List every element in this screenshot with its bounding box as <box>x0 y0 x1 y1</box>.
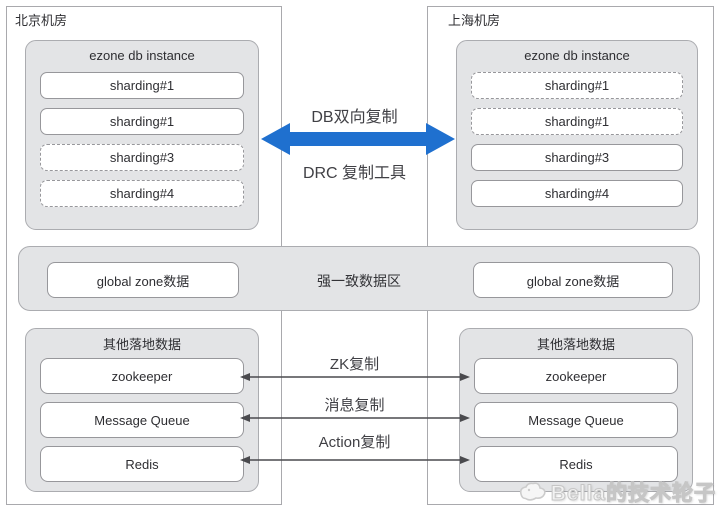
shanghai-landing-data-group: 其他落地数据 zookeeper Message Queue Redis <box>459 328 693 492</box>
db-replication-bottom-label: DRC 复制工具 <box>302 165 407 182</box>
shanghai-global-zone-box: global zone数据 <box>473 262 673 298</box>
beijing-shard-2: sharding#1 <box>40 108 244 135</box>
consistency-zone-band: global zone数据 强一致数据区 global zone数据 <box>18 246 700 311</box>
beijing-redis-box: Redis <box>40 446 244 482</box>
watermark-text: Bella的技术轮子 <box>550 482 716 506</box>
shanghai-redis-box: Redis <box>474 446 678 482</box>
shanghai-ezone-db-title: ezone db instance <box>524 48 630 63</box>
beijing-datacenter-label: 北京机房 <box>15 13 68 28</box>
shanghai-zookeeper-box: zookeeper <box>474 358 678 394</box>
zk-replication-label: ZK复制 <box>329 356 380 373</box>
message-replication-arrow <box>240 414 470 422</box>
shanghai-ezone-db-group: ezone db instance sharding#1 sharding#1 … <box>456 40 698 230</box>
beijing-ezone-db-group: ezone db instance sharding#1 sharding#1 … <box>25 40 259 230</box>
message-replication-label: 消息复制 <box>324 397 385 414</box>
shanghai-message-queue-box: Message Queue <box>474 402 678 438</box>
beijing-message-queue-box: Message Queue <box>40 402 244 438</box>
watermark-icon <box>519 482 546 501</box>
beijing-landing-data-group: 其他落地数据 zookeeper Message Queue Redis <box>25 328 259 492</box>
beijing-zookeeper-box: zookeeper <box>40 358 244 394</box>
consistency-zone-label: 强一致数据区 <box>317 273 401 289</box>
shanghai-datacenter-label: 上海机房 <box>448 13 501 28</box>
beijing-global-zone-box: global zone数据 <box>47 262 239 298</box>
action-replication-label: Action复制 <box>318 434 391 451</box>
beijing-ezone-db-title: ezone db instance <box>89 48 195 63</box>
shanghai-shard-2: sharding#1 <box>471 108 683 135</box>
beijing-shard-3: sharding#3 <box>40 144 244 171</box>
zk-replication-arrow <box>240 373 470 381</box>
db-replication-top-label: DB双向复制 <box>311 109 398 126</box>
shanghai-landing-title: 其他落地数据 <box>536 337 615 352</box>
beijing-shard-4: sharding#4 <box>40 180 244 207</box>
watermark: Bella的技术轮子 <box>519 477 716 507</box>
action-replication-arrow <box>240 456 470 464</box>
db-bidirectional-arrow <box>261 123 455 155</box>
shanghai-shard-3: sharding#3 <box>471 144 683 171</box>
shanghai-shard-1: sharding#1 <box>471 72 683 99</box>
beijing-landing-title: 其他落地数据 <box>102 337 181 352</box>
beijing-shard-1: sharding#1 <box>40 72 244 99</box>
shanghai-shard-4: sharding#4 <box>471 180 683 207</box>
